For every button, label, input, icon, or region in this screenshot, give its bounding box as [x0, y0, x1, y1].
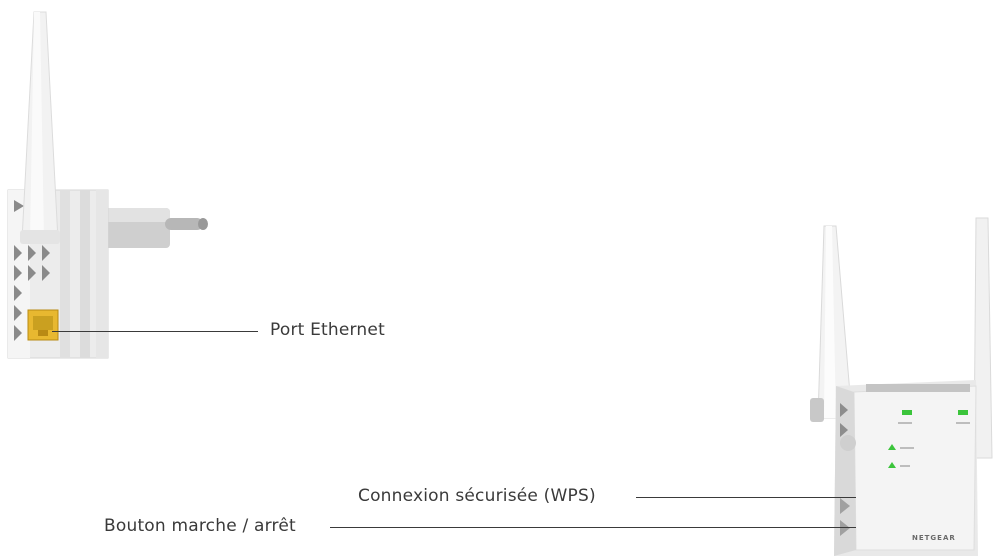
- ethernet-port-label: Port Ethernet: [270, 320, 385, 340]
- antenna-side: [20, 11, 60, 244]
- antenna-left: [810, 225, 853, 422]
- status-leds: [888, 410, 970, 468]
- extender-side-view: [7, 11, 208, 359]
- wps-button-leader-line: [636, 497, 856, 498]
- power-button-leader-line: [330, 527, 856, 528]
- extender-front-view: [810, 217, 993, 556]
- extender-body-side: [7, 189, 109, 359]
- netgear-logo: NETGEAR: [912, 534, 956, 542]
- ethernet-port-leader-line: [52, 331, 258, 332]
- antenna-right: [973, 217, 993, 459]
- wps-button-label: Connexion sécurisée (WPS): [358, 486, 596, 506]
- extender-body-front: [834, 380, 978, 556]
- power-button-label: Bouton marche / arrêt: [104, 516, 296, 536]
- power-plug: [100, 208, 208, 248]
- ethernet-port: [27, 309, 59, 341]
